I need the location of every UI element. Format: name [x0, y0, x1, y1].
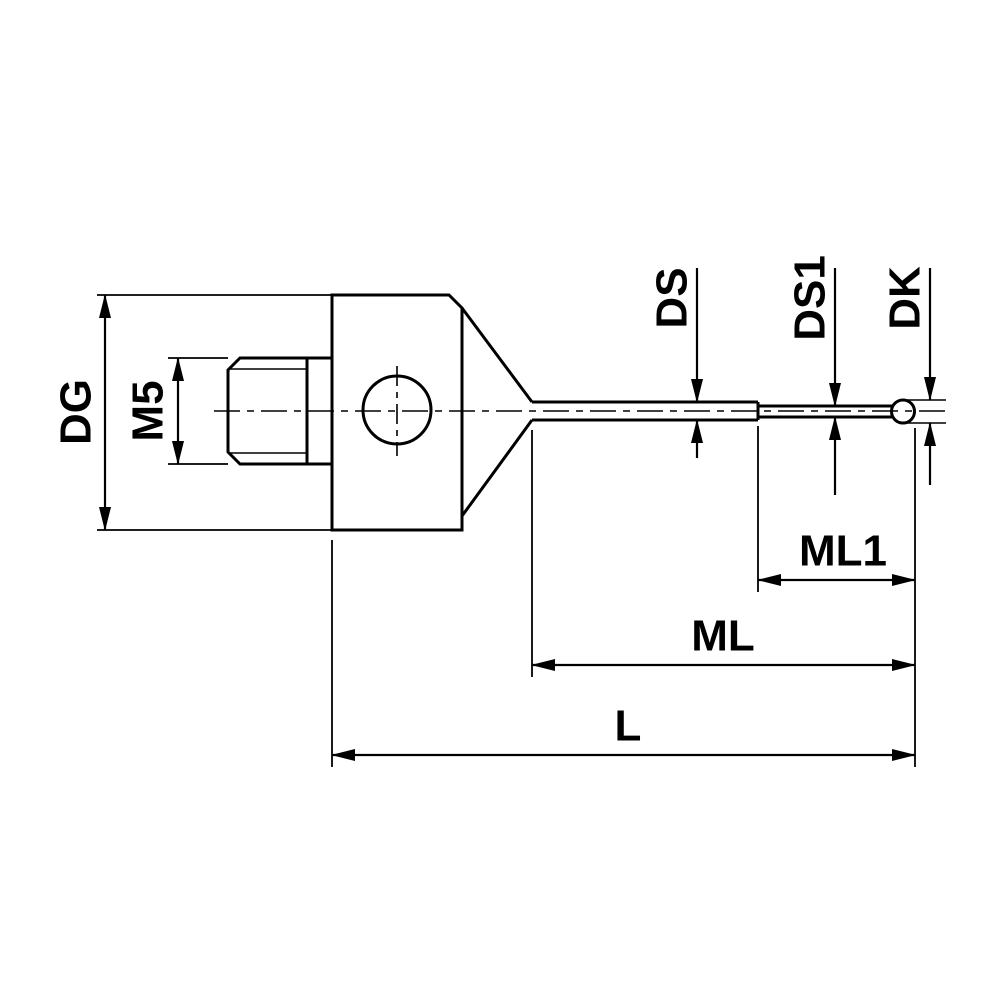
dk-label: DK [880, 266, 929, 330]
centerlines [214, 366, 947, 456]
ds-label: DS [647, 267, 696, 328]
cone-outline [460, 307, 534, 517]
ml-label: ML [691, 611, 755, 660]
m5-label: M5 [123, 380, 172, 441]
thread-minor-lines [229, 368, 307, 454]
dimension-ml: ML [531, 430, 916, 677]
dimension-m5: M5 [123, 357, 228, 465]
ml1-label: ML1 [799, 526, 887, 575]
dimension-dk: DK [880, 266, 946, 485]
dg-label: DG [51, 379, 100, 445]
dimension-l: L [331, 540, 916, 767]
rod-outline [758, 404, 894, 419]
body-outline [330, 293, 464, 532]
dimension-dg: DG [51, 294, 332, 531]
ds1-label: DS1 [785, 255, 834, 341]
dimension-ml1: ML1 [757, 426, 916, 592]
dimension-ds: DS [647, 267, 703, 458]
l-label: L [615, 701, 642, 750]
dg-extension-lines [97, 294, 332, 531]
dimension-ds1: DS1 [785, 255, 841, 495]
